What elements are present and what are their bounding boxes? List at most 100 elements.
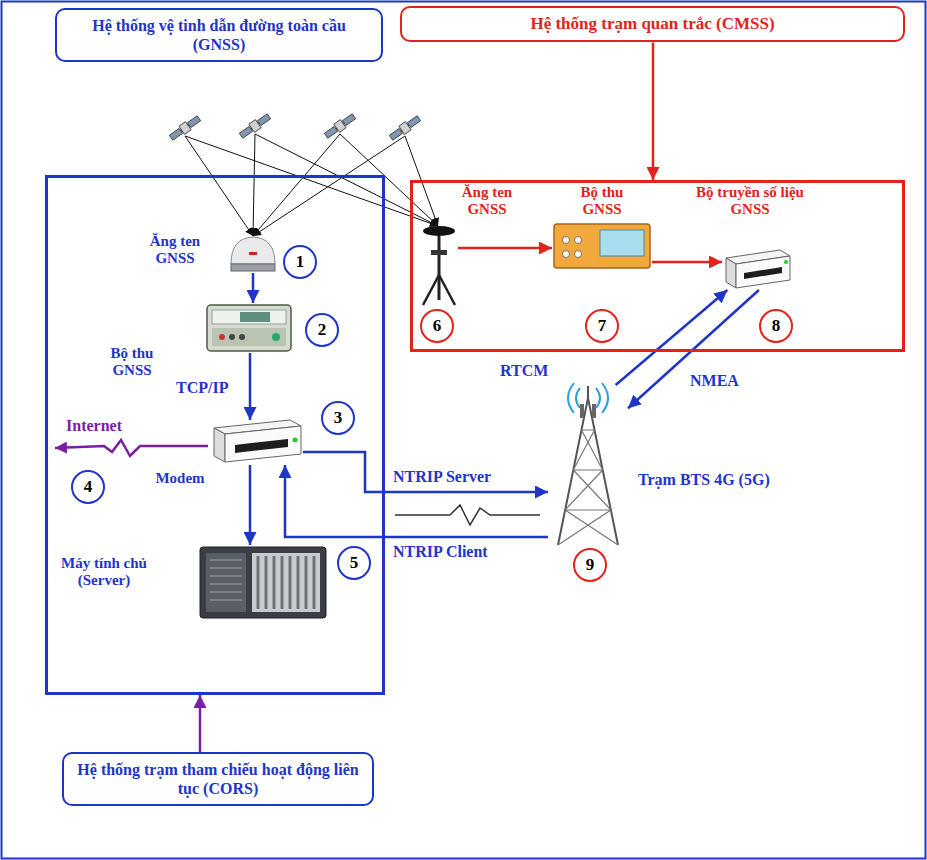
callout-number: 5 — [350, 553, 359, 573]
device-label: Modem — [150, 470, 210, 487]
signal-label: RTCM — [500, 362, 548, 380]
flow-arrow — [458, 247, 552, 250]
wireless-link — [395, 505, 540, 525]
group-frame: Ăng ten GNSS 6 Bộ thu GNSS 7 Bộ truyền số li… — [410, 180, 905, 352]
data-transmitter — [736, 256, 790, 288]
data-transmitter — [744, 267, 782, 279]
data-transmitter — [784, 260, 788, 264]
callout-number: 4 — [84, 477, 93, 497]
flow-arrow — [285, 465, 548, 537]
group-frame: Ăng ten GNSS1Bộ thu GNSS2Modem34Máy tính… — [45, 175, 385, 695]
bts-tower — [558, 398, 618, 545]
flow-arrow — [199, 695, 202, 752]
flow-arrow — [249, 353, 252, 420]
gnss-receiver — [229, 334, 235, 340]
gnss-receiver — [212, 328, 286, 346]
satellite-signal — [185, 136, 253, 236]
gnss-receiver — [563, 251, 570, 258]
flow-arrow — [252, 273, 255, 303]
callout-number: 9 — [586, 555, 595, 575]
signal-label: NTRIP Server — [393, 468, 491, 486]
callout-number: 8 — [772, 316, 781, 336]
tripod-antenna — [431, 250, 447, 255]
satellite-icon — [168, 112, 422, 142]
server-computer — [200, 547, 326, 618]
gnss-receiver — [554, 224, 650, 268]
gnss-receiver — [207, 305, 291, 351]
callout-number: 2 — [318, 320, 327, 340]
bts-tower — [568, 383, 608, 413]
satellite-signal — [185, 136, 438, 226]
satellite-icon — [323, 112, 357, 140]
modem-device — [293, 438, 298, 443]
device: Ăng ten GNSS — [228, 235, 278, 273]
device-label: Ăng ten GNSS — [454, 184, 520, 219]
bts-tower — [592, 404, 596, 418]
callout-number: 6 — [433, 316, 442, 336]
bts-tower — [580, 404, 584, 418]
gnss-receiver — [575, 251, 582, 258]
tripod-antenna — [423, 275, 455, 305]
satellite-icon — [168, 114, 202, 142]
device-label: Bộ thu GNSS — [93, 345, 171, 380]
satellite-signal — [185, 134, 438, 236]
callout-number: 1 — [296, 252, 305, 272]
system-title: Hệ thống vệ tinh dẫn đường toàn cầu (GNS… — [67, 16, 371, 54]
gnss-receiver — [219, 334, 225, 340]
callout-circle: 7 — [585, 309, 619, 343]
device: Ăng ten GNSS — [420, 225, 458, 307]
callout-circle: 2 — [305, 313, 339, 347]
device: Bộ thu GNSS — [552, 222, 652, 270]
server-computer — [206, 553, 246, 612]
gnss-receiver — [554, 224, 650, 268]
signal-label: NMEA — [690, 372, 739, 390]
system-box: Hệ thống trạm quan trắc (CMSS) — [400, 6, 905, 42]
system-title: Hệ thống trạm tham chiếu hoạt động liên … — [74, 760, 362, 798]
device: Trạm BTS 4G (5G) — [548, 385, 628, 545]
gnss-receiver — [239, 334, 245, 340]
gnss-receiver — [272, 333, 280, 341]
satellite-signal — [253, 134, 340, 236]
modem-device — [214, 428, 225, 462]
device: Modem — [208, 420, 303, 465]
device-label: Ăng ten GNSS — [135, 233, 215, 268]
modem-device — [235, 439, 288, 453]
server-computer — [252, 553, 320, 612]
flow-arrow — [249, 465, 252, 545]
network-label: Internet — [66, 417, 122, 435]
modem-device — [214, 420, 301, 462]
device: Bộ truyền số liệu GNSS — [722, 248, 792, 290]
callout-circle: 9 — [573, 548, 607, 582]
data-transmitter — [726, 258, 736, 288]
callout-circle: 4 — [71, 470, 105, 504]
tripod-antenna — [423, 226, 455, 305]
gnss-receiver — [600, 230, 644, 256]
gnss-receiver — [240, 312, 270, 322]
server-computer — [258, 556, 314, 609]
callout-circle: 8 — [759, 309, 793, 343]
modem-device — [225, 426, 301, 462]
flow-arrow — [652, 261, 722, 264]
gnss-dome-antenna — [231, 264, 275, 271]
satellite-signal — [253, 134, 255, 236]
device-label: Máy tính chủ (Server) — [50, 555, 158, 590]
gnss-receiver — [575, 237, 582, 244]
callout-circle: 6 — [420, 309, 454, 343]
device-label: Bộ thu GNSS — [568, 184, 636, 219]
bts-tower — [558, 383, 618, 545]
callout-circle: 1 — [283, 245, 317, 279]
gnss-dome-antenna — [231, 237, 275, 271]
gnss-dome-antenna — [249, 252, 257, 255]
system-title: Hệ thống trạm quan trắc (CMSS) — [412, 14, 893, 34]
system-box: Hệ thống vệ tinh dẫn đường toàn cầu (GNS… — [55, 8, 383, 62]
server-computer — [210, 560, 242, 600]
internet-link — [55, 440, 208, 456]
gnss-dome-antenna — [231, 237, 275, 264]
flow-arrow — [616, 290, 728, 385]
signal-label: NTRIP Client — [393, 543, 488, 561]
device-label: Bộ truyền số liệu GNSS — [694, 184, 806, 219]
tripod-antenna — [438, 232, 441, 300]
